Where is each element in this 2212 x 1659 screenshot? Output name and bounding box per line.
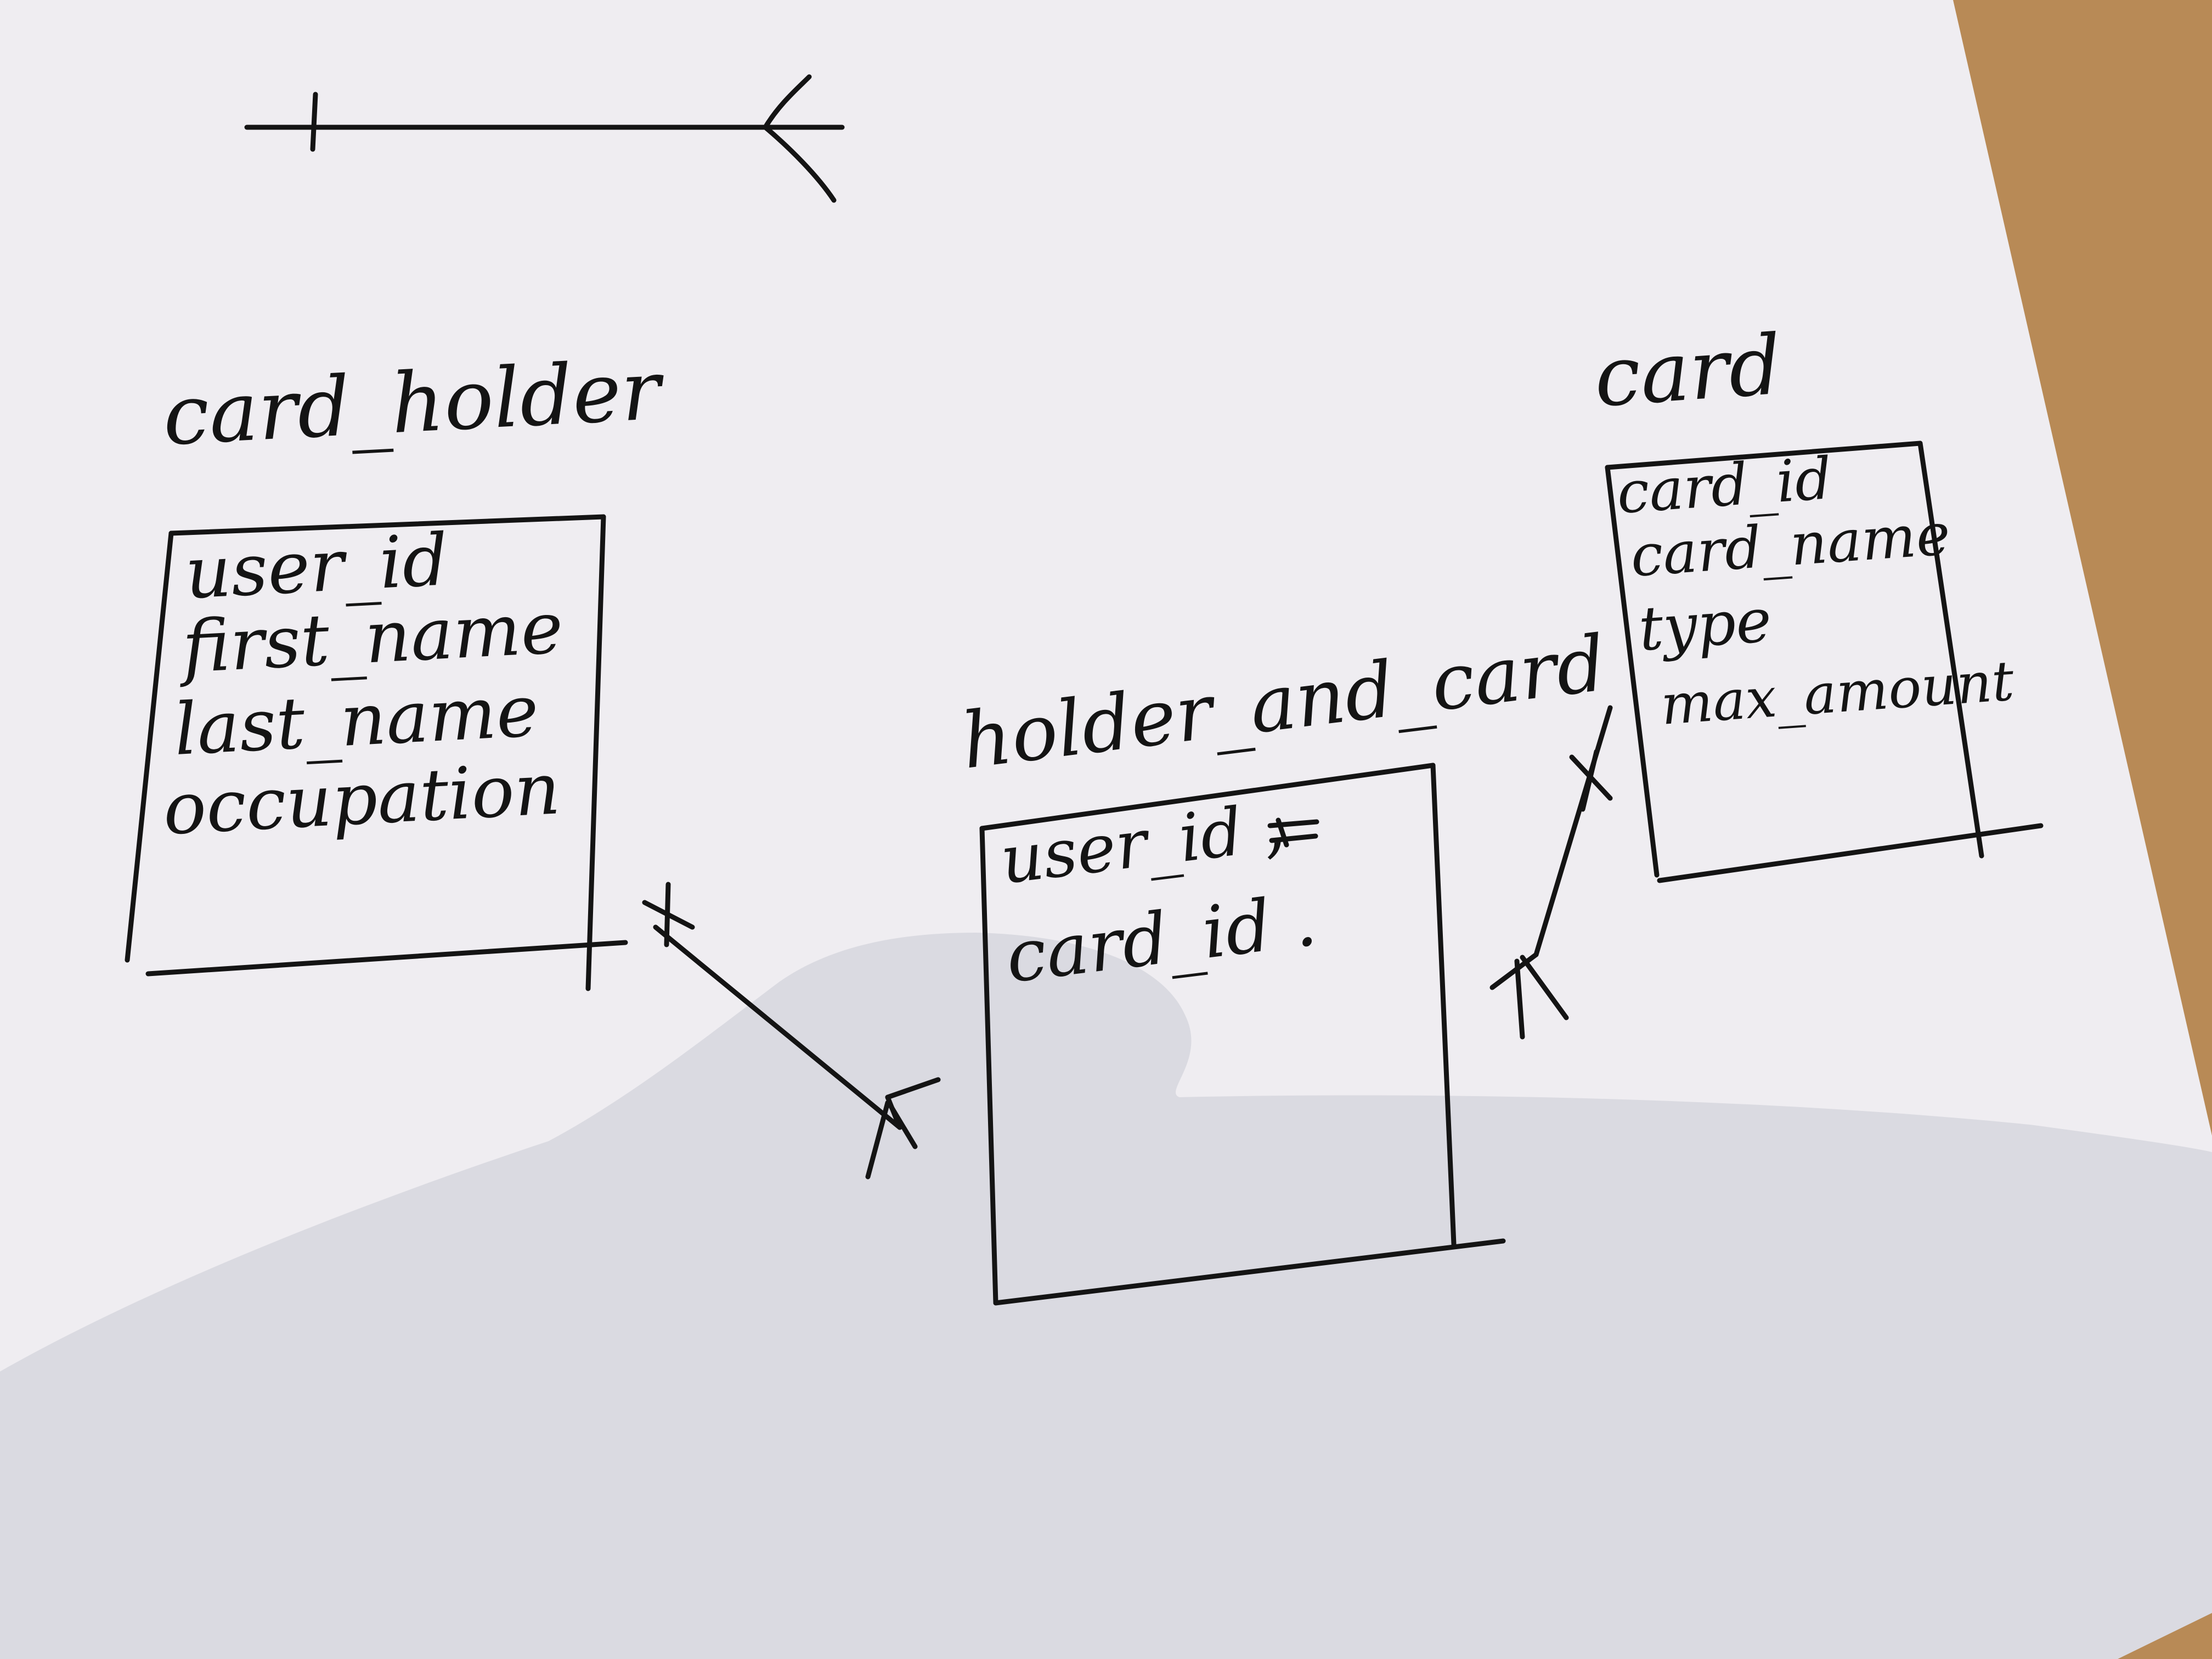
entity-box-card bbox=[1605, 441, 2044, 883]
hand-shadow bbox=[0, 933, 2212, 1659]
field-card-type: type bbox=[1637, 585, 1774, 664]
entity-box-card-holder bbox=[125, 514, 628, 991]
field-card-holder-last-name: last_name bbox=[172, 669, 541, 771]
field-card-holder-first-name: first_name bbox=[176, 586, 565, 690]
entity-title-card: card bbox=[1591, 318, 1784, 426]
field-card-holder-user-id: user_id bbox=[183, 518, 450, 615]
field-card-card-id: card_id bbox=[1615, 445, 1834, 527]
relationship-line-card-to-holder-and-card bbox=[1489, 705, 1613, 1040]
scribble-mark bbox=[1267, 817, 1319, 848]
relationship-line-cardholder-to-holder-and-card bbox=[642, 882, 941, 1180]
field-card-holder-occupation: occupation bbox=[161, 747, 562, 851]
legend-one-to-many-symbol bbox=[244, 74, 845, 203]
entity-box-holder-and-card bbox=[979, 763, 1506, 1306]
